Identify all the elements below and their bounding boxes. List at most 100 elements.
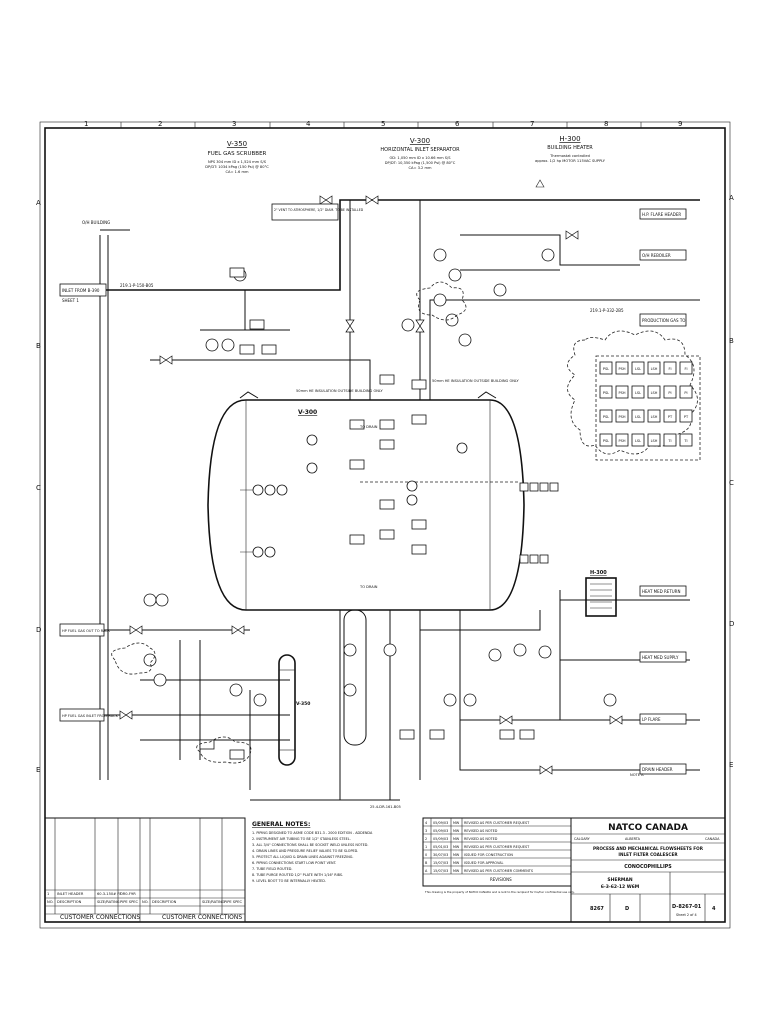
- shutdown-matrix-label: PI: [668, 391, 671, 395]
- gas-out-line-label: 219.1-P-332-2B5: [590, 308, 624, 313]
- instrument-bubbles: [143, 248, 617, 707]
- grid-row-c-left: C: [36, 484, 41, 492]
- heat-supply-label: HEAT MED SUPPLY: [642, 655, 679, 660]
- rev-6-date: 15/07/03: [433, 869, 448, 873]
- rev-2-desc: REVISED AS NOTED: [464, 837, 498, 841]
- grid-row-b-left: B: [36, 342, 41, 350]
- inlet-connector: [59, 283, 107, 297]
- note-1: 1. PIPING DESIGNED TO ASME CODE B31.3 - …: [252, 831, 373, 835]
- note-6: 6. PIPING CONNECTIONS START LOW POINT VE…: [252, 861, 337, 865]
- outer-frame: [39, 121, 731, 929]
- grid-col-9: 9: [678, 120, 682, 128]
- shutdown-matrix-label: PSL: [603, 415, 609, 419]
- shutdown-matrix-cell: [679, 361, 693, 375]
- rev-1-desc: REVISED AS NOTED: [464, 829, 498, 833]
- grid-col-1: 1: [84, 120, 88, 128]
- note-2: 2. INSTRUMENT AIR TUBING TO BE 1/2" STAI…: [252, 837, 351, 841]
- warning-triangle-icon: [535, 179, 545, 188]
- v300-spec1: OD: 1,050 mm ID x 10.66 mm S/S: [389, 156, 451, 160]
- shutdown-matrix-cell: [647, 433, 661, 447]
- grid-row-a-left: A: [36, 199, 41, 207]
- vessel-nozzle-right: [477, 391, 497, 399]
- shutdown-matrix-label: LSL: [635, 391, 641, 395]
- shutdown-matrix-label: PSH: [619, 367, 626, 371]
- h300-title: BUILDING HEATER: [547, 145, 593, 151]
- title-block: NATCO CANADA CALGARY ALBERTA CANADA PROC…: [570, 817, 726, 923]
- shutdown-matrix-label: PSH: [619, 415, 626, 419]
- shutdown-matrix-label: LSL: [635, 415, 641, 419]
- cc-h-desc: DESCRIPTION: [57, 900, 82, 904]
- cloud-note: [416, 281, 467, 321]
- shutdown-matrix-cell: [663, 385, 677, 399]
- sheet-number: Sheet 2 of 4: [676, 913, 697, 917]
- shutdown-matrix-cell: [615, 361, 629, 375]
- reboiler-label: O/H REBOILER: [642, 253, 671, 258]
- rev-5-no: B: [425, 861, 428, 865]
- lp-flare-label: LP FLARE: [642, 717, 661, 722]
- v350-spec3: CA= 1.6 mm: [226, 170, 249, 174]
- cloud-note-3: [196, 736, 252, 764]
- h300-spec1: Thermostat controlled: [549, 154, 590, 158]
- job-number: 8267: [590, 906, 604, 912]
- cc-h-size: SIZE/RATING: [97, 900, 120, 904]
- shutdown-matrix-label: LSH: [651, 367, 658, 371]
- shutdown-matrix-cell: [599, 409, 613, 423]
- rev-3-date: 05/01/03: [433, 845, 448, 849]
- valve-icon: [499, 715, 513, 725]
- shutdown-matrix-cell: [663, 409, 677, 423]
- cc-footer-right: CUSTOMER CONNECTIONS: [162, 914, 242, 921]
- grid-row-d-left: D: [36, 626, 41, 634]
- grid-row-e-left: E: [36, 766, 40, 774]
- rev-4-by: MW: [453, 853, 460, 857]
- shutdown-matrix-label: PSH: [619, 391, 626, 395]
- to-drain-2: TO DRAIN: [359, 585, 378, 589]
- shutdown-matrix-label: LSH: [651, 439, 658, 443]
- rev-4-date: 30/07/03: [433, 853, 448, 857]
- level-boot: [343, 609, 367, 746]
- insulation-note-right: 50mm HE INSULATION OUTSIDE BUILDING ONLY: [432, 379, 519, 383]
- cc-h-no-2: NO.: [142, 900, 149, 904]
- grid-row-b-right: B: [729, 337, 734, 345]
- shutdown-matrix-cell: [599, 433, 613, 447]
- v300-title: HORIZONTAL INLET SEPARATOR: [380, 147, 460, 153]
- main-line-label: 219.1-P-150-B05: [120, 283, 154, 288]
- valve-icon: [159, 355, 173, 365]
- shutdown-matrix-cell: [647, 409, 661, 423]
- h300-header: H-300 BUILDING HEATER Thermostat control…: [535, 135, 606, 163]
- cc-h-no: NO.: [47, 900, 54, 904]
- company-name: NATCO CANADA: [608, 823, 688, 833]
- shutdown-matrix-label: LSL: [635, 367, 641, 371]
- level-gauge-array: [519, 482, 559, 564]
- h300-label: H-300: [590, 570, 607, 576]
- location-name: SHERMAN: [607, 877, 633, 883]
- rev-1-no: 3: [425, 829, 427, 833]
- vessel-nozzle-left: [239, 391, 259, 399]
- note-8: 8. TUBE PURGE ROUTED 1/2" PLATE WITH 1/1…: [252, 873, 343, 877]
- hp-flare-connector: [639, 208, 687, 220]
- hp-fuel-in-connector: [59, 708, 105, 722]
- reboiler-connector: [639, 249, 687, 261]
- shutdown-matrix-label: PSL: [603, 439, 609, 443]
- valve-icon: [365, 195, 379, 205]
- grid-col-8: 8: [604, 120, 608, 128]
- drawing-title-2: INLET FILTER COALESCER: [618, 852, 678, 857]
- note-a-label: NOTE A: [630, 773, 644, 777]
- sheet-size: D: [625, 906, 629, 912]
- rev-6-by: MW: [453, 869, 460, 873]
- rev-2-by: MW: [453, 837, 460, 841]
- shutdown-matrix-label: PI: [684, 391, 687, 395]
- v350-spec2: DP/DT: 1034 kPag (150 Psi) @ 80°C: [205, 165, 269, 169]
- shutdown-matrix-label: PSH: [619, 439, 626, 443]
- shutdown-matrix-cell: [679, 409, 693, 423]
- cc-h-spec-2: PIPE SPEC: [224, 900, 243, 904]
- valve-icon: [319, 195, 333, 205]
- rev-5-by: MW: [453, 861, 460, 865]
- v350-scrubber: V-350: [278, 654, 310, 766]
- cc-h-spec: PIPE SPEC: [120, 900, 139, 904]
- cc-footer-left: CUSTOMER CONNECTIONS: [60, 914, 140, 921]
- grid-col-5: 5: [381, 120, 385, 128]
- v350-header: V-350 FUEL GAS SCRUBBER NPS 304 mm ID x …: [205, 140, 269, 174]
- h300-tag: H-300: [559, 135, 580, 143]
- rev-2-date: 05/09/03: [433, 837, 448, 841]
